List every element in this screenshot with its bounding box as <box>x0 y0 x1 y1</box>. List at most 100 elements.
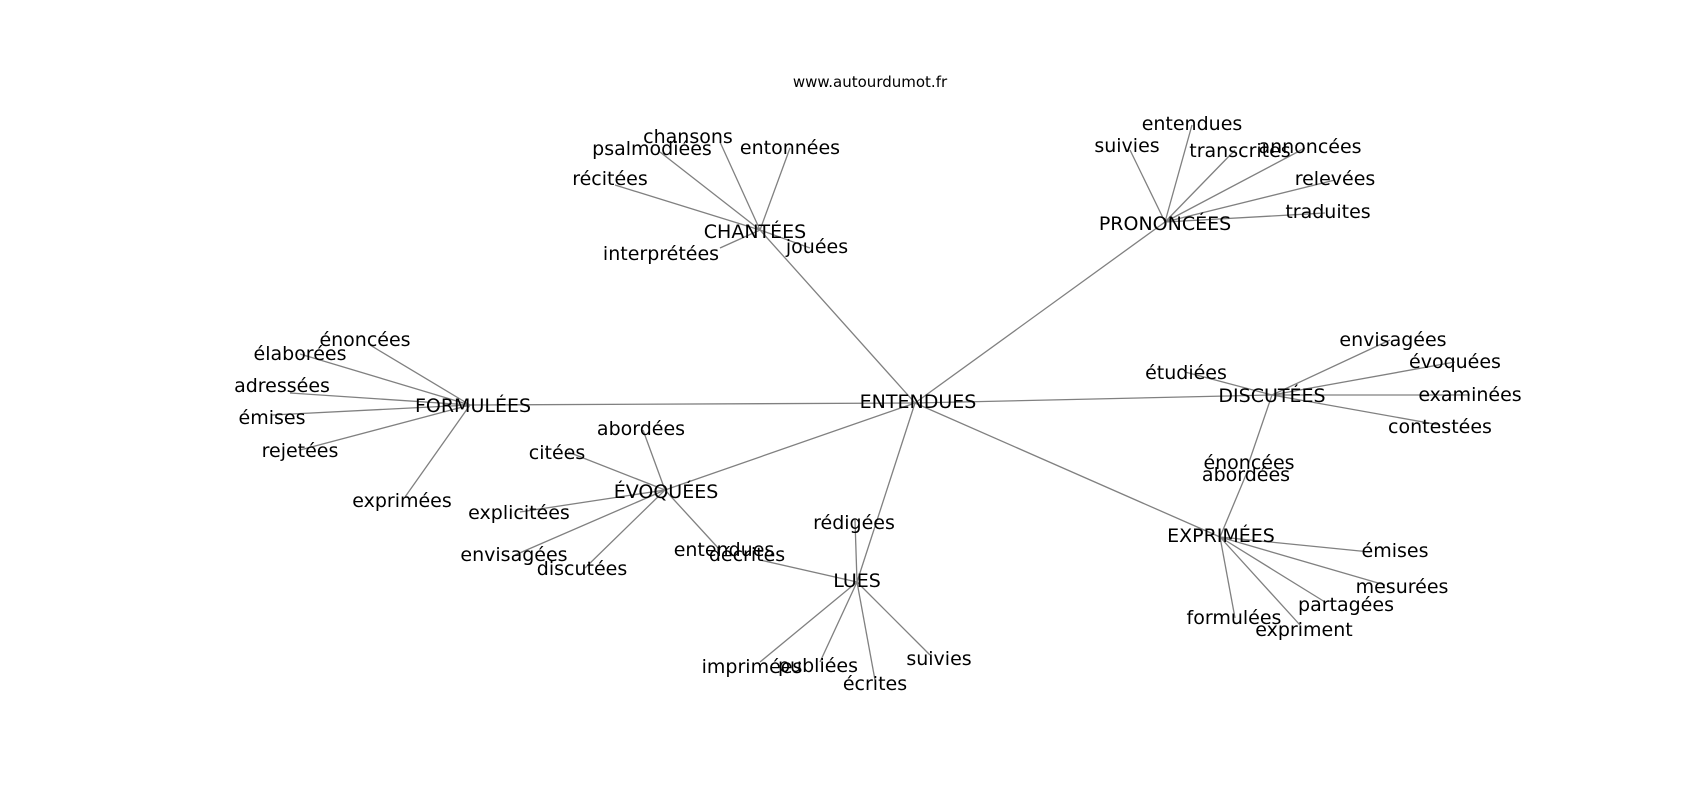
edge-hub-to-leaf <box>1271 361 1456 396</box>
edge-hub-to-leaf <box>856 581 931 656</box>
leaf-word[interactable]: énoncées <box>1203 452 1294 474</box>
edge-hub-to-leaf <box>856 581 876 681</box>
edge-hub-to-leaf <box>642 429 666 491</box>
edge-center-to-hub <box>914 402 1221 538</box>
leaf-word[interactable]: chansons <box>643 126 733 148</box>
leaf-word[interactable]: évoquées <box>1409 351 1501 373</box>
hub-word[interactable]: PRONONCÉES <box>1099 212 1231 235</box>
leaf-word[interactable]: annoncées <box>1258 136 1361 158</box>
leaf-word[interactable]: partagées <box>1298 594 1394 616</box>
leaf-word[interactable]: relevées <box>1295 168 1376 190</box>
edge-hub-to-leaf <box>1271 394 1441 426</box>
leaf-word[interactable]: contestées <box>1388 416 1492 438</box>
edge-hub-to-leaf <box>1219 536 1386 586</box>
leaf-word[interactable]: abordées <box>597 418 685 440</box>
edge-hub-to-leaf <box>1271 339 1391 396</box>
leaf-word[interactable]: envisagées <box>460 544 567 566</box>
edge-hub-to-leaf <box>1219 469 1249 538</box>
edge-hub-to-leaf <box>659 151 761 231</box>
edge-hub-to-leaf <box>854 519 858 583</box>
center-word[interactable]: ENTENDUES <box>860 391 977 413</box>
leaf-word[interactable]: entendues <box>1142 113 1243 135</box>
edge-hub-to-leaf <box>1164 149 1236 223</box>
leaf-word[interactable]: exprimées <box>352 490 452 512</box>
edge-hub-to-leaf <box>271 404 471 416</box>
edge-center-to-hub <box>664 402 916 491</box>
leaf-word[interactable]: publiées <box>778 655 858 677</box>
edge-hub-to-leaf <box>759 147 791 231</box>
leaf-word[interactable]: écrites <box>843 673 907 695</box>
source-label: www.autourdumot.fr <box>793 73 948 91</box>
edge-hub-to-leaf <box>819 581 858 663</box>
edge-hub-to-leaf <box>1219 536 1236 619</box>
edge-hub-to-leaf <box>299 353 471 406</box>
leaf-word[interactable]: récitées <box>572 168 648 190</box>
edge-hub-to-leaf <box>584 489 666 569</box>
edge-hub-to-leaf <box>289 392 471 406</box>
edge-hub-to-leaf <box>759 229 811 249</box>
graph-edges <box>271 124 1470 681</box>
edge-hub-to-leaf <box>299 404 471 451</box>
edge-hub-to-leaf <box>719 141 761 231</box>
edge-hub-to-leaf <box>1164 212 1326 223</box>
leaf-word[interactable]: interprétées <box>603 243 719 265</box>
leaf-word[interactable]: imprimées <box>702 656 803 678</box>
leaf-word[interactable]: jouées <box>785 236 848 258</box>
leaf-word[interactable]: énoncées <box>319 329 410 351</box>
leaf-word[interactable]: suivies <box>1094 135 1159 157</box>
leaf-word[interactable]: psalmodiées <box>592 138 712 160</box>
edge-hub-to-leaf <box>614 184 761 231</box>
edge-hub-to-leaf <box>404 404 471 498</box>
hub-word[interactable]: FORMULÉES <box>415 394 531 417</box>
hub-word[interactable]: LUES <box>833 570 881 592</box>
hub-word[interactable]: EXPRIMÉES <box>1167 524 1275 547</box>
leaf-word[interactable]: émises <box>239 407 306 429</box>
leaf-word[interactable]: étudiées <box>1145 362 1227 384</box>
edge-hub-to-leaf <box>1247 394 1273 466</box>
leaf-word[interactable]: mesurées <box>1356 576 1449 598</box>
leaf-word[interactable]: explicitées <box>468 502 570 524</box>
edge-hub-to-leaf <box>1129 149 1166 223</box>
edge-hub-to-leaf <box>759 559 858 583</box>
leaf-word[interactable]: décrites <box>709 544 785 566</box>
edge-center-to-hub <box>856 402 916 583</box>
leaf-word[interactable]: abordées <box>1202 464 1290 486</box>
edge-hub-to-leaf <box>514 489 666 556</box>
leaf-word[interactable]: rejetées <box>262 440 339 462</box>
edge-hub-to-leaf <box>1219 536 1326 603</box>
edge-hub-to-leaf <box>369 344 471 406</box>
leaf-word[interactable]: transcrites <box>1189 140 1290 162</box>
edge-hub-to-leaf <box>719 229 761 249</box>
edge-hub-to-leaf <box>1219 536 1301 626</box>
leaf-word[interactable]: examinées <box>1418 384 1521 406</box>
edge-hub-to-leaf <box>1164 179 1336 223</box>
edge-center-to-hub <box>469 402 916 406</box>
leaf-word[interactable]: adressées <box>234 375 330 397</box>
leaf-word[interactable]: élaborées <box>254 343 347 365</box>
leaf-word[interactable]: entonnées <box>740 137 840 159</box>
hub-word[interactable]: ÉVOQUÉES <box>614 480 719 503</box>
hub-word[interactable]: DISCUTÉES <box>1218 384 1325 407</box>
leaf-word[interactable]: discutées <box>537 558 627 580</box>
edge-center-to-hub <box>914 394 1273 404</box>
leaf-word[interactable]: envisagées <box>1339 329 1446 351</box>
leaf-word[interactable]: expriment <box>1255 619 1352 641</box>
edge-hub-to-leaf <box>1184 371 1273 396</box>
edge-center-to-hub <box>914 221 1166 404</box>
edge-hub-to-leaf <box>567 451 666 491</box>
leaf-word[interactable]: formulées <box>1187 607 1282 629</box>
leaf-word[interactable]: traduites <box>1285 201 1370 223</box>
edge-hub-to-leaf <box>519 489 666 513</box>
edge-center-to-hub <box>759 229 916 404</box>
edge-hub-to-leaf <box>664 489 721 551</box>
leaf-word[interactable]: citées <box>529 442 585 464</box>
leaf-word[interactable]: suivies <box>906 648 971 670</box>
hub-word[interactable]: CHANTÉES <box>704 220 806 243</box>
leaf-word[interactable]: émises <box>1362 540 1429 562</box>
leaf-word[interactable]: rédigées <box>813 512 895 534</box>
leaf-word[interactable]: entendues <box>674 539 775 561</box>
edge-hub-to-leaf <box>1164 147 1306 223</box>
edge-hub-to-leaf <box>1219 536 1371 553</box>
